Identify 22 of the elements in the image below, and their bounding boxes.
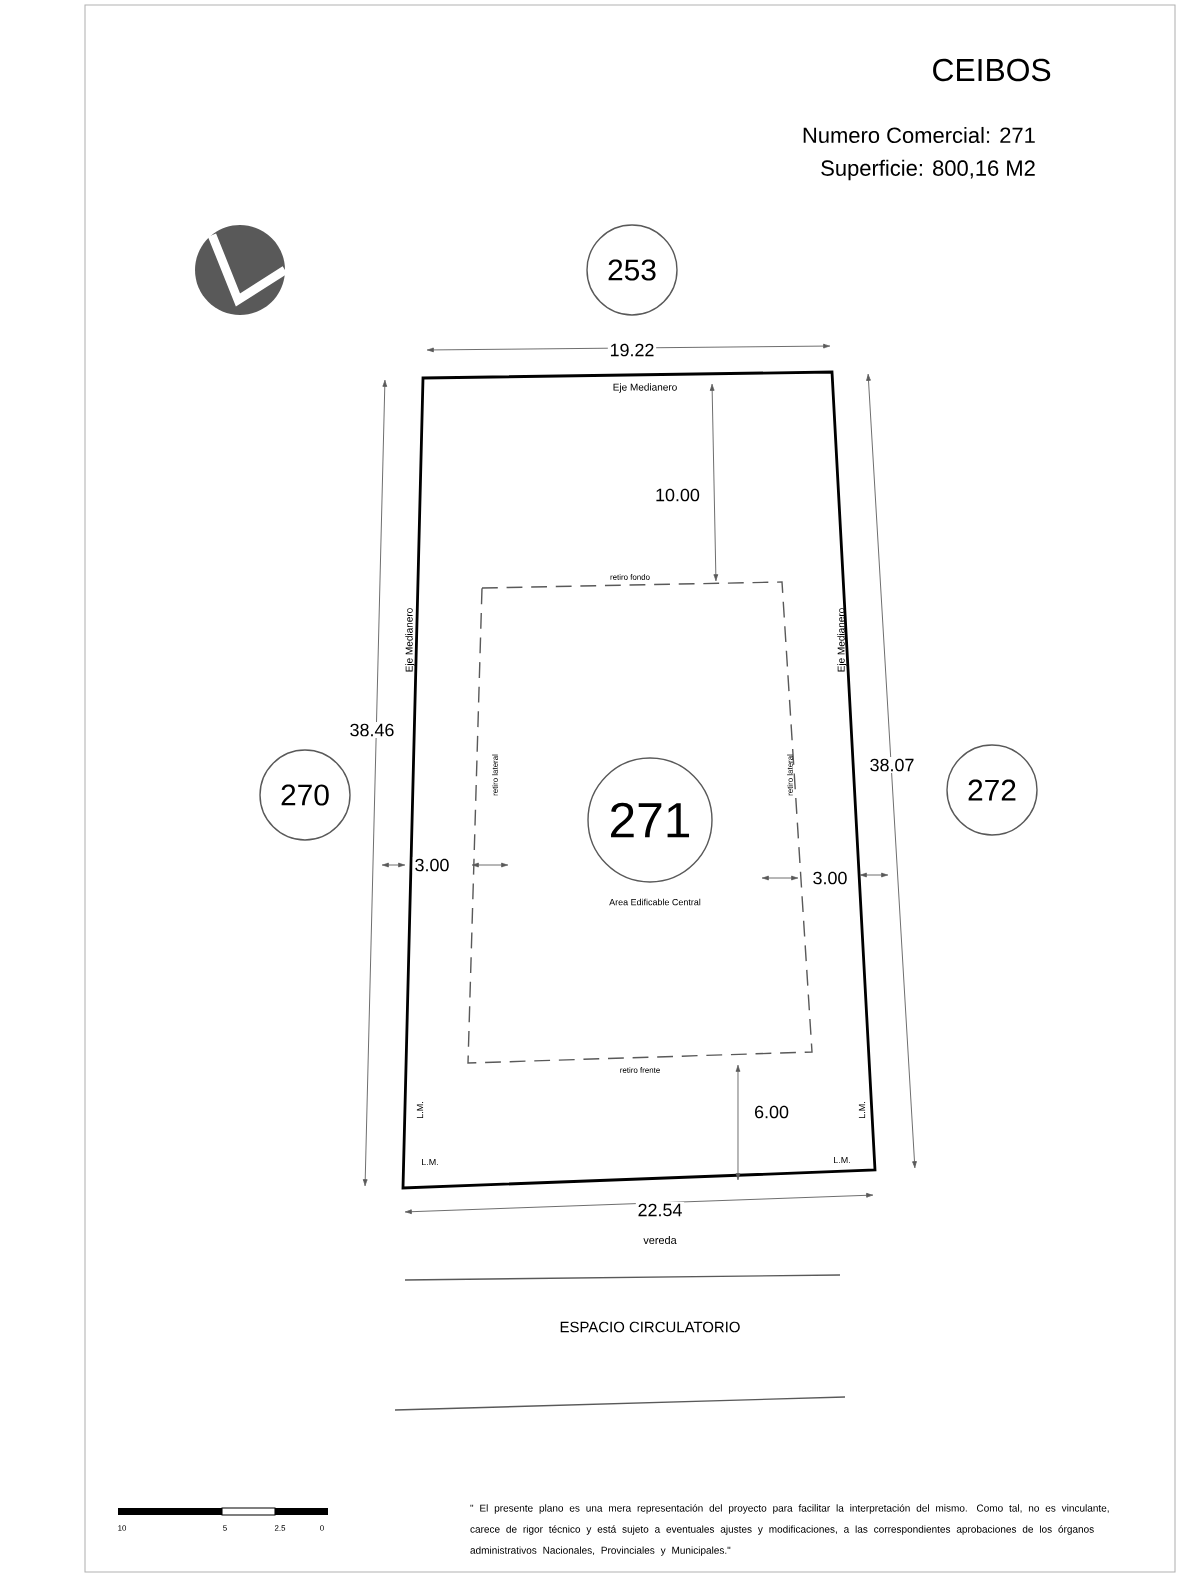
- boundary-text: Eje Medianero: [613, 383, 677, 393]
- boundary-text: Eje Medianero: [837, 608, 847, 672]
- dimension-text: 10.00: [653, 486, 702, 504]
- street-text: ESPACIO CIRCULATORIO: [560, 1321, 740, 1333]
- info-text: Numero Comercial: 271: [803, 126, 1035, 144]
- dimension-text: 38.07: [867, 756, 917, 774]
- dimension-text: 3.00: [412, 856, 452, 874]
- disclaimer-text: " El presente plano es una mera representación del proyecto para facilitar la interpretación del mismo. Como tal, no es vinculante, carece de rigor técnico y está sujeto a eventuales ajustes y modificaciones, a las correspondientes aprobaciones de los órganos administrativos Nacionales, Provinciales y Municipales.": [470, 1504, 1109, 1556]
- boundary-mark-text: L.M.: [858, 1102, 866, 1118]
- dimension-text: 3.00: [810, 869, 850, 887]
- north-arrow-drawing: [195, 225, 288, 315]
- dimension-text: 38.46: [347, 721, 397, 739]
- boundary-mark-text: L.M.: [416, 1102, 424, 1118]
- title: CEIBOS: [933, 58, 1051, 82]
- dimension-text: 19.22: [607, 341, 657, 359]
- street-text: vereda: [643, 1236, 677, 1244]
- boundary-mark-text: L.M.: [422, 1158, 438, 1166]
- boundary-mark-text: L.M.: [834, 1156, 850, 1164]
- boundary-text: Eje Medianero: [405, 608, 415, 672]
- info-text: Superficie: 800,16 M2: [821, 159, 1035, 181]
- dimension-text: 6.00: [752, 1103, 791, 1121]
- dimension-text: 22.54: [635, 1201, 685, 1219]
